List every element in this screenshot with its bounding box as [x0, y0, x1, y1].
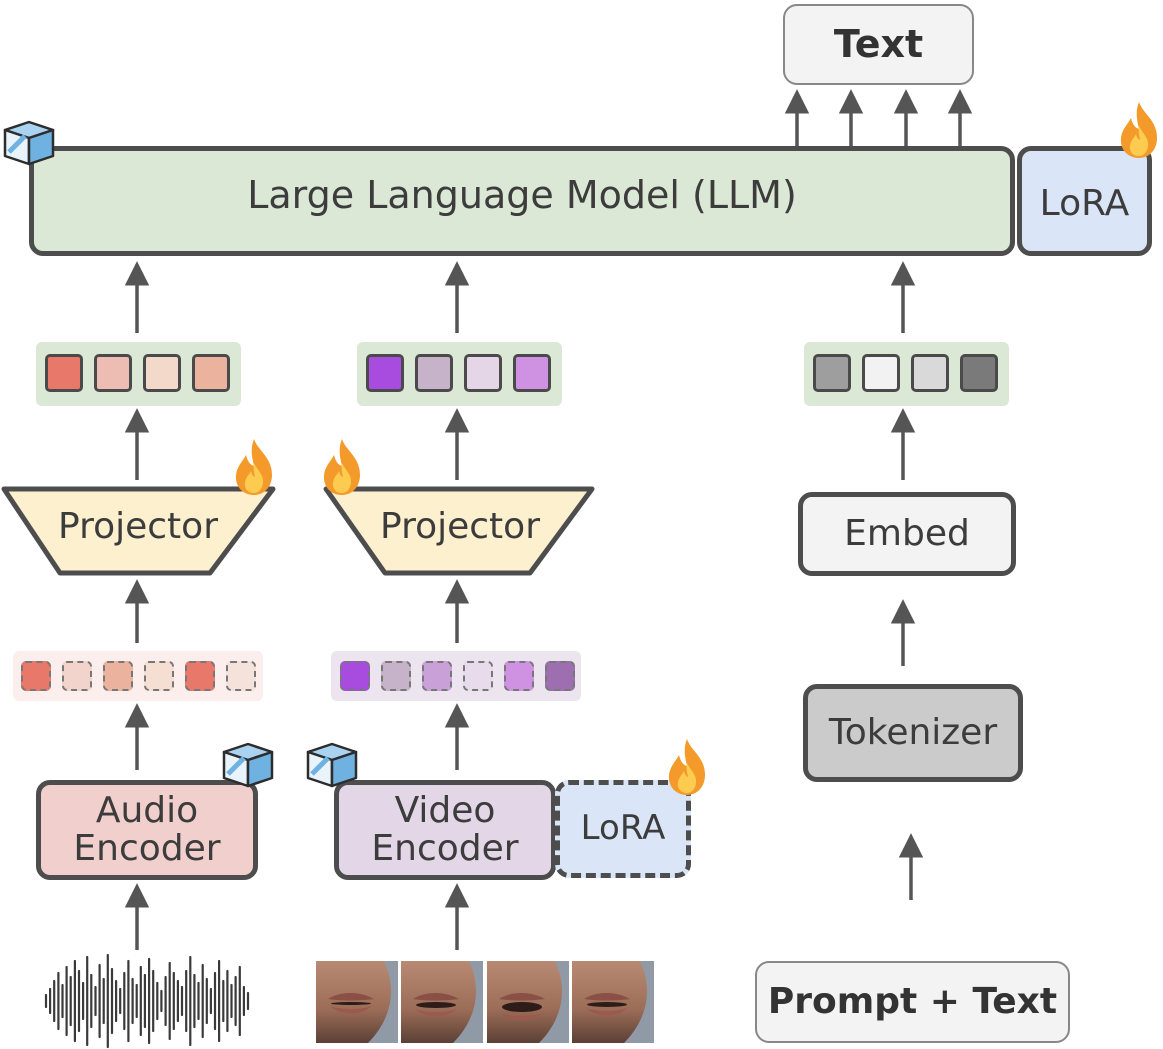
audio-projected-token: [94, 354, 132, 392]
fire-icon: [235, 439, 272, 495]
audio-feature-token: [226, 661, 256, 691]
video-feature-token: [463, 661, 493, 691]
video-projected-token: [366, 354, 404, 392]
ice-cube-icon: [222, 742, 274, 788]
audio-projected-token: [45, 354, 83, 392]
audio-encoder-label: Audio Encoder: [73, 790, 221, 869]
audio-feature-token: [144, 661, 174, 691]
tokenizer-block: Tokenizer: [803, 684, 1023, 782]
fire-icon: [323, 439, 360, 495]
video-projected-token: [513, 354, 551, 392]
video-lora-block: LoRA: [555, 780, 691, 878]
audio-feature-token: [185, 661, 215, 691]
audio-feature-token: [21, 661, 51, 691]
audio-feature-token: [62, 661, 92, 691]
video-lora-label: LoRA: [580, 808, 666, 849]
video-feature-token: [504, 661, 534, 691]
ice-cube-icon: [306, 742, 358, 788]
text-embedded-token: [862, 354, 900, 392]
video-feature-token: [381, 661, 411, 691]
ice-cube-icon: [3, 120, 55, 166]
embed-block: Embed: [798, 492, 1016, 576]
video-encoder-block: Video Encoder: [334, 780, 556, 880]
video-feature-token: [545, 661, 575, 691]
text-embedded-token: [813, 354, 851, 392]
embed-label: Embed: [844, 513, 970, 555]
text-embedded-token: [911, 354, 949, 392]
audio-projected-token: [143, 354, 181, 392]
text-embedded-token: [960, 354, 998, 392]
audio-projector-label: Projector: [58, 505, 218, 547]
prompt-text-label: Prompt + Text: [767, 981, 1058, 1023]
video-projected-token: [464, 354, 502, 392]
audio-projected-token: [192, 354, 230, 392]
prompt-text-box: Prompt + Text: [755, 961, 1070, 1043]
llm-lora-block: LoRA: [1017, 146, 1152, 256]
video-projected-token: [415, 354, 453, 392]
audio-feature-tokens: [13, 651, 263, 701]
llm-block: Large Language Model (LLM): [29, 146, 1015, 256]
video-encoder-label: Video Encoder: [371, 790, 519, 869]
output-text-label: Text: [833, 21, 924, 66]
llm-label: Large Language Model (LLM): [247, 173, 797, 218]
audio-feature-token: [103, 661, 133, 691]
video-feature-token: [422, 661, 452, 691]
fire-icon: [1120, 102, 1157, 158]
video-feature-token: [340, 661, 370, 691]
audio-encoder-block: Audio Encoder: [36, 780, 258, 880]
tokenizer-label: Tokenizer: [828, 712, 998, 754]
output-text-box: Text: [783, 4, 974, 85]
llm-lora-label: LoRA: [1039, 183, 1130, 225]
video-feature-tokens: [331, 651, 581, 701]
fire-icon: [668, 739, 705, 795]
video-projector-label: Projector: [380, 505, 540, 547]
